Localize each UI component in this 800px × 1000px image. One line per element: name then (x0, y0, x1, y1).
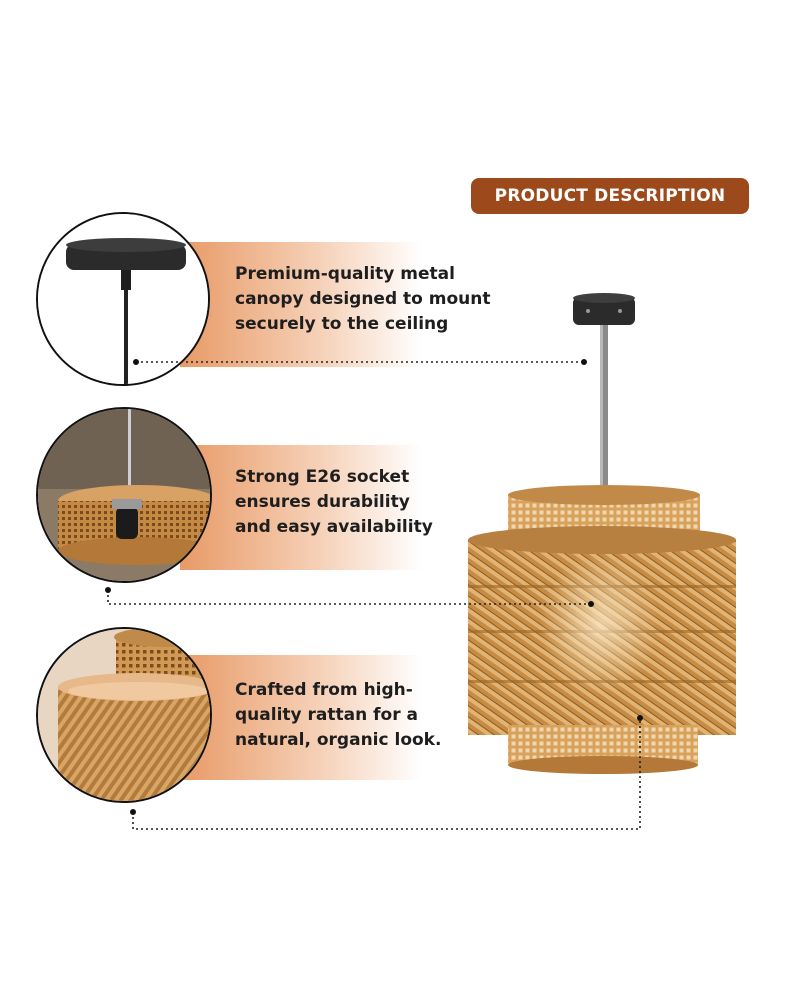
feature-line: ensures durability (235, 492, 410, 512)
connector-dot (130, 809, 136, 815)
feature-line: Strong E26 socket (235, 467, 410, 487)
connector-dot (105, 587, 111, 593)
feature-text-canopy: Premium-quality metal canopy designed to… (235, 262, 495, 337)
feature-line: natural, organic look. (235, 730, 442, 750)
feature-line: quality rattan for a (235, 705, 418, 725)
feature-line: securely to the ceiling (235, 314, 449, 334)
connector-socket (107, 590, 591, 605)
connector-dot (133, 359, 139, 365)
canopy-detail-circle (36, 212, 210, 386)
feature-line: canopy designed to mount (235, 289, 491, 309)
feature-band-3 (180, 655, 422, 780)
rattan-detail-circle (36, 627, 212, 803)
connector-dot (588, 601, 594, 607)
connector-dot (637, 715, 643, 721)
feature-band-2 (180, 445, 422, 570)
metal-canopy-icon (38, 214, 208, 384)
feature-text-rattan: Crafted from high- quality rattan for a … (235, 678, 495, 753)
feature-line: Premium-quality metal (235, 264, 455, 284)
feature-line: Crafted from high- (235, 680, 413, 700)
feature-text-socket: Strong E26 socket ensures durability and… (235, 465, 495, 540)
rattan-pendant-lamp-icon (468, 293, 736, 774)
connector-dot (581, 359, 587, 365)
connector-rattan (132, 718, 641, 830)
feature-band-1 (180, 242, 422, 367)
feature-line: and easy availability (235, 517, 433, 537)
product-description-badge: PRODUCT DESCRIPTION (471, 178, 749, 214)
pendant-lamp-image (440, 285, 750, 794)
